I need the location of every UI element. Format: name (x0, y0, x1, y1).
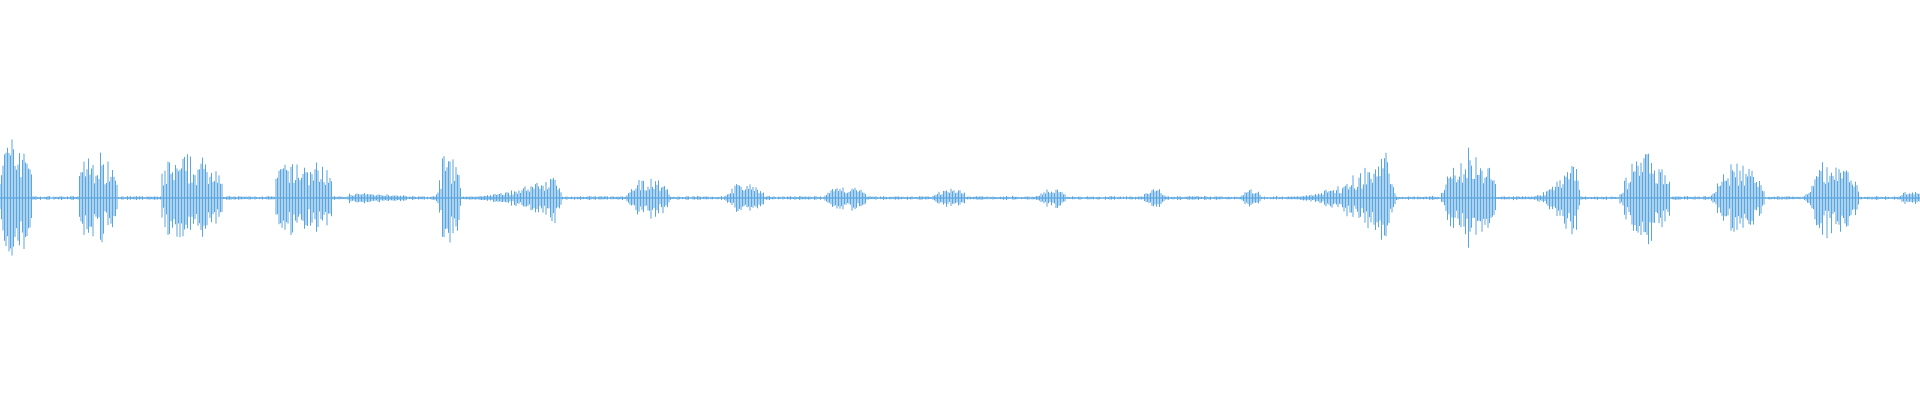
waveform-samples (0, 139, 1920, 256)
